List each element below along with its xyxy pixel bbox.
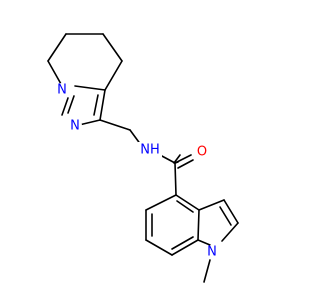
bond: [223, 199, 239, 224]
atom-n-indole: N: [205, 245, 219, 260]
chemical-structure-diagram: N N NH O N: [47, 33, 239, 283]
bond: [221, 222, 239, 242]
bond: [173, 154, 181, 164]
bond: [67, 95, 75, 114]
atom-label: N: [70, 119, 80, 134]
bond: [47, 33, 67, 62]
bond: [171, 236, 194, 250]
indole-benzene-ring: [145, 194, 200, 256]
bond: [197, 239, 211, 246]
bond: [145, 239, 173, 256]
bond: [198, 199, 225, 211]
bond: [99, 89, 106, 121]
atom-label: O: [197, 145, 207, 160]
bond: [93, 94, 99, 116]
bond: [177, 159, 194, 169]
bond: [159, 154, 176, 164]
carbonyl: [174, 154, 194, 169]
tetrahydro-ring: [47, 33, 123, 91]
bond: [197, 209, 200, 241]
bond: [47, 60, 62, 85]
bond: [175, 194, 200, 211]
atom-label: NH: [140, 143, 160, 158]
atom-n-pyrrole-fused: N: [55, 83, 69, 98]
atom-label: N: [207, 245, 217, 260]
bond: [61, 97, 69, 116]
bond: [176, 200, 194, 213]
bond: [203, 259, 211, 283]
bond: [174, 154, 192, 164]
bond: [219, 206, 232, 226]
atom-label: N: [57, 83, 67, 98]
bond: [145, 194, 177, 211]
atom-n-amide: NH: [138, 142, 162, 158]
bond: [171, 239, 199, 256]
atom-n-pyrazole: N: [68, 119, 82, 134]
atom-o-carbonyl: O: [195, 145, 209, 160]
bond: [99, 119, 131, 131]
n-methyl: [203, 259, 211, 283]
bond: [78, 119, 101, 126]
bond: [104, 60, 123, 91]
bond: [174, 162, 177, 196]
bond: [102, 33, 123, 62]
pyrazole-ring: [61, 85, 106, 126]
bond: [74, 85, 106, 91]
indole-pyrrole-ring: [197, 199, 239, 246]
